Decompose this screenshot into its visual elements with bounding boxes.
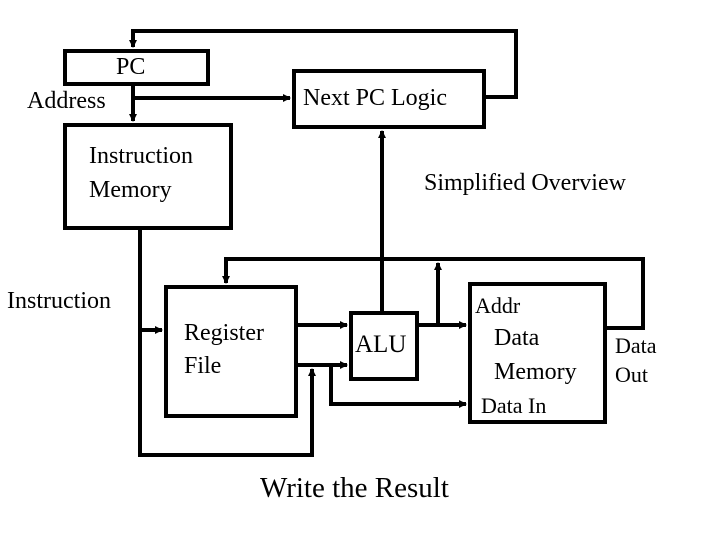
pc-label: PC: [116, 54, 146, 80]
wire-rf-to-datain: [329, 365, 467, 408]
register-file-label-line2: File: [184, 353, 222, 379]
data-out-label-line1: Data: [615, 333, 657, 358]
register-file-label-line1: Register: [184, 320, 264, 346]
instruction-memory-label-line1: Instruction: [89, 143, 193, 169]
wire-nextpc-to-pc: [129, 29, 518, 99]
instruction-signal-label: Instruction: [7, 288, 111, 314]
alu-label: ALU: [355, 331, 407, 358]
address-label: Address: [27, 88, 106, 114]
instruction-memory-label-line2: Memory: [89, 177, 172, 203]
pc-block: [63, 49, 210, 86]
diagram-title: Simplified Overview: [424, 170, 626, 196]
data-memory-addr-label: Addr: [475, 293, 521, 318]
footer-caption: Write the Result: [260, 472, 449, 504]
data-memory-label-line1: Data: [494, 325, 540, 351]
wire-instruction: [138, 228, 163, 334]
data-memory-block: [468, 282, 607, 424]
instruction-memory-block: [63, 123, 233, 230]
wire-write-loop: [138, 328, 316, 457]
data-memory-label-line2: Memory: [494, 359, 577, 385]
wire-dataout-to-rf: [222, 257, 645, 330]
register-file-block: [164, 285, 298, 418]
next-pc-logic-label: Next PC Logic: [303, 85, 447, 111]
data-in-label: Data In: [481, 393, 547, 418]
data-out-label-line2: Out: [615, 362, 648, 387]
